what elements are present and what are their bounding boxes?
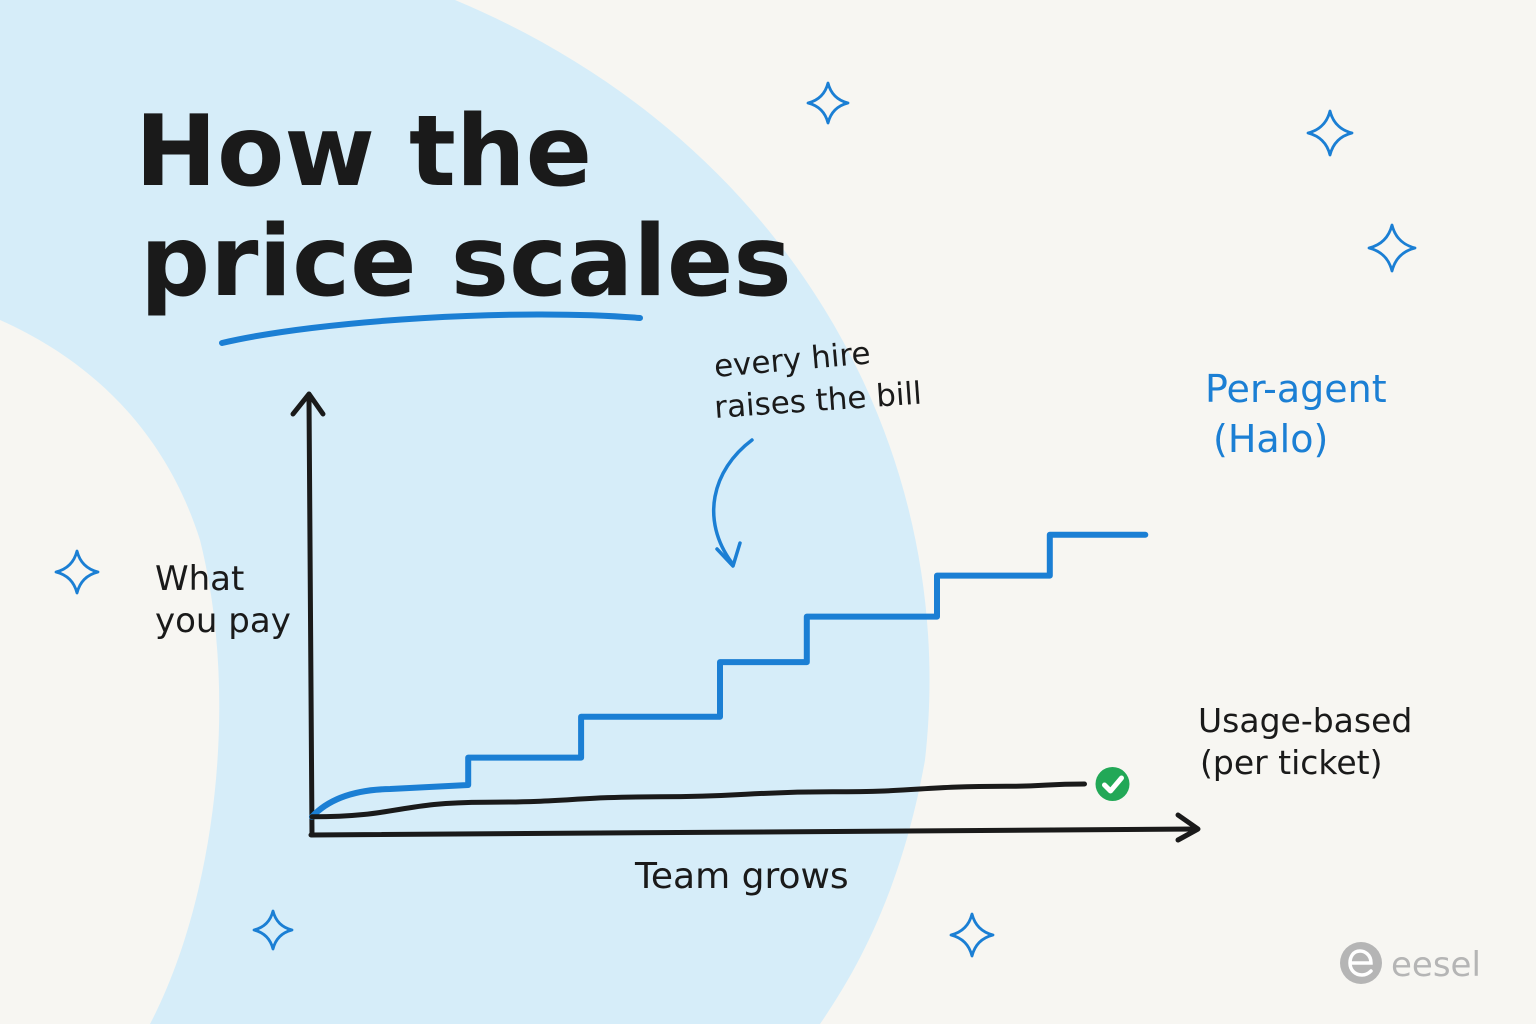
x-axis-arrowhead [1175, 812, 1201, 843]
title-line-2: price scales [140, 205, 792, 319]
page-title: How the price scales [135, 95, 792, 319]
four-point-star-icon [949, 912, 995, 958]
eesel-logo: eesel [1340, 942, 1481, 985]
title-line-1: How the [135, 95, 592, 209]
series-line-usage-based [309, 781, 1087, 820]
series-label-usage-line-1: Usage-based [1198, 701, 1412, 740]
logo-e-mark [1348, 949, 1373, 977]
check-mark [1102, 775, 1124, 794]
four-point-star-icon [1367, 223, 1417, 273]
y-axis-label-line-1: What [155, 559, 244, 599]
eesel-logo-icon [1340, 942, 1382, 984]
annotation-arrowhead [715, 541, 742, 568]
x-axis-label: Team grows [634, 856, 849, 897]
four-point-star-icon [54, 549, 100, 595]
y-axis [306, 395, 315, 838]
y-axis-arrowhead [290, 391, 326, 417]
logo-text: eesel [1391, 945, 1481, 985]
check-circle-icon [1095, 767, 1130, 801]
series-label-usage-line-2: (per ticket) [1200, 743, 1382, 782]
sparkle-icon-group [54, 81, 1417, 958]
x-axis [308, 826, 1200, 838]
four-point-star-icon [1306, 109, 1354, 157]
y-axis-label-line-2: you pay [155, 601, 291, 641]
four-point-star-icon [252, 909, 294, 951]
four-point-star-icon [806, 81, 850, 125]
series-label-per-agent-line-2: (Halo) [1213, 417, 1328, 461]
series-label-per-agent-line-1: Per-agent [1205, 367, 1387, 411]
series-line-per-agent [309, 531, 1149, 820]
annotation-arrow [711, 438, 754, 565]
background-blob [0, 0, 930, 1024]
title-underline [219, 311, 643, 346]
check-circle-bg [1095, 767, 1130, 801]
